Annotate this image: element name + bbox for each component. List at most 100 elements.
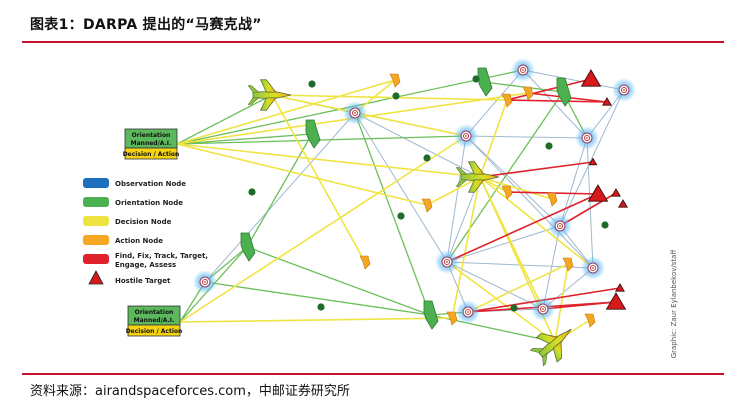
observation-node-6 [435, 250, 459, 274]
decision-link-10 [479, 176, 544, 310]
observation-node-4 [575, 126, 599, 150]
kill-chain-link-3 [446, 193, 599, 263]
graphic-credit-text: Graphic: Zaur Eylanbekov/staff [670, 249, 678, 359]
legend: Observation Node Orientation Node Decisi… [83, 178, 208, 285]
command-box-upper: Orientation Manned/A.I. Decision / Actio… [123, 128, 180, 160]
command-box-upper-bottom [124, 147, 178, 160]
orientation-link-7 [246, 133, 313, 248]
kill-chain-link-0 [506, 78, 592, 101]
orientation-links [176, 69, 588, 343]
decision-link-2 [271, 94, 366, 263]
decision-link-8 [451, 176, 481, 319]
decision-link-11 [479, 176, 553, 200]
observation-link-14 [586, 137, 594, 269]
observation-node-0 [343, 101, 367, 125]
hostile-target-4 [618, 199, 628, 208]
observation-link-3 [465, 135, 588, 139]
hostile-target-3 [611, 188, 621, 197]
figure-title: 图表1：DARPA 提出的“马赛克战” [30, 17, 262, 33]
orientation-platform-3 [240, 232, 256, 262]
orientation-dot-2 [423, 154, 431, 162]
hostile-target-7 [615, 283, 625, 292]
command-box-lower: Orientation Manned/A.I. Decision / Actio… [126, 305, 183, 337]
action-platform-7 [562, 257, 574, 272]
command-box-lower-sublabel: Manned/A.I. [134, 317, 175, 324]
mosaic-warfare-diagram: Orientation Manned/A.I. Decision / Actio… [83, 58, 636, 367]
observation-node-5 [548, 214, 572, 238]
orientation-platform-4 [423, 300, 439, 330]
observation-link-22 [354, 112, 448, 263]
legend-hostile-triangle-icon [88, 270, 104, 285]
action-platform-5 [546, 192, 558, 207]
action-platform-1 [501, 93, 513, 108]
command-box-lower-bottom-label: Decision / Action [126, 328, 183, 335]
hostile-target-5 [588, 157, 598, 166]
decision-link-18 [271, 94, 508, 101]
orientation-dot-0 [308, 80, 316, 88]
observation-node-10 [193, 270, 217, 294]
orientation-platform-1 [477, 67, 493, 97]
orientation-link-1 [176, 133, 313, 145]
orientation-dot-1 [392, 92, 400, 100]
observation-nodes [193, 58, 636, 324]
observation-link-5 [465, 135, 561, 227]
command-box-upper-sublabel: Manned/A.I. [131, 140, 172, 147]
legend-label-kill-chain-2: Engage, Assess [115, 261, 176, 269]
observation-link-6 [446, 225, 561, 263]
action-platform-3 [501, 185, 513, 200]
source-note: 资料来源：airandspaceforces.com，中邮证券研究所 [30, 384, 350, 399]
footer-rule [22, 373, 724, 375]
kill-chain-link-8 [542, 301, 617, 310]
command-box-lower-label: Orientation [135, 309, 174, 316]
observation-link-1 [465, 69, 524, 137]
kill-chain-link-2 [506, 99, 608, 103]
hostile-target-0 [580, 69, 602, 87]
orientation-link-16 [204, 281, 431, 316]
action-platforms [359, 73, 596, 328]
observation-node-8 [456, 300, 480, 324]
orientation-link-12 [246, 246, 431, 316]
legend-label-action: Action Node [115, 237, 163, 245]
observation-link-15 [204, 112, 356, 283]
action-platform-4 [421, 198, 433, 213]
fighter-jet-icon-2 [455, 161, 500, 193]
hostile-targets [580, 69, 628, 310]
orientation-dot-8 [601, 221, 609, 229]
fighter-jet-icon-3 [529, 328, 572, 367]
action-platform-8 [446, 311, 458, 326]
orientation-platform-2 [556, 77, 572, 107]
observation-link-21 [465, 135, 594, 269]
decision-link-13 [479, 99, 508, 178]
observation-node-1 [454, 124, 478, 148]
command-box-upper-bottom-label: Decision / Action [123, 151, 180, 158]
decision-link-14 [446, 261, 556, 343]
decision-link-5 [179, 135, 467, 323]
decision-link-1 [176, 143, 428, 206]
orientation-dot-4 [397, 212, 405, 220]
decision-link-6 [179, 317, 453, 323]
action-platform-6 [359, 255, 371, 270]
observation-node-9 [531, 297, 555, 321]
orientation-platforms [240, 67, 572, 330]
action-platform-0 [389, 73, 401, 88]
decision-links [176, 79, 594, 343]
decision-link-12 [426, 176, 481, 206]
aircraft [247, 79, 572, 367]
legend-label-decision: Decision Node [115, 218, 172, 226]
fighter-jet-icon-1 [247, 79, 292, 111]
legend-label-orientation: Orientation Node [115, 199, 183, 207]
observation-link-23 [559, 89, 625, 227]
decision-link-19 [467, 263, 569, 313]
command-box-lower-bottom [127, 324, 181, 337]
header-rule [22, 41, 724, 43]
observation-node-3 [612, 78, 636, 102]
decision-link-4 [176, 143, 481, 178]
legend-swatch-kill-chain [83, 254, 109, 264]
legend-label-kill-chain-1: Find, Fix, Track, Target, [115, 252, 208, 260]
legend-label-hostile: Hostile Target [115, 277, 171, 285]
orientation-dot-9 [510, 304, 518, 312]
observation-node-7 [581, 256, 605, 280]
legend-swatch-orientation [83, 197, 109, 207]
kill-chain-link-6 [479, 161, 594, 178]
graphic-credit: Graphic: Zaur Eylanbekov/staff [664, 250, 678, 370]
